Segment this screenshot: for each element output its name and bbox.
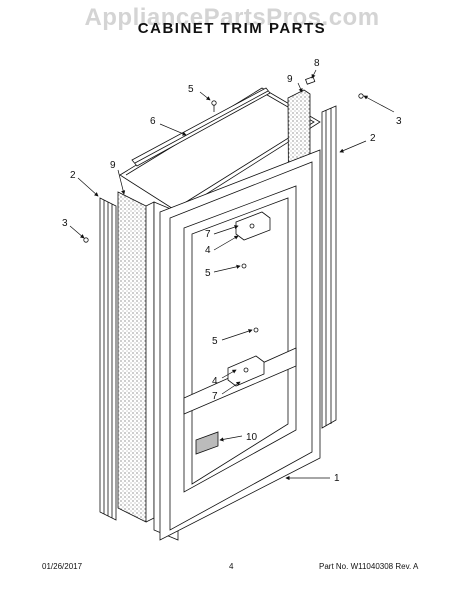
callout-4-upper: 4	[205, 245, 211, 256]
callout-9-right: 9	[287, 74, 293, 85]
screw-top	[211, 100, 217, 106]
callout-7-lower: 7	[212, 391, 218, 402]
watermark: AppliancePartsPros.com	[84, 4, 380, 31]
footer-page-number: 4	[229, 562, 234, 571]
lower-hinge	[227, 355, 265, 387]
callout-1: 1	[334, 473, 340, 484]
screw-upper	[241, 263, 247, 269]
label-plate	[195, 431, 219, 455]
callout-8: 8	[314, 58, 320, 69]
footer-part-number: Part No. W11040308 Rev. A	[319, 562, 419, 571]
callout-5-top: 5	[188, 84, 194, 95]
callout-10: 10	[246, 432, 258, 443]
callout-9-left: 9	[110, 160, 116, 171]
left-foam-strip	[117, 191, 147, 523]
upper-hinge	[235, 211, 271, 241]
right-trim-strip	[321, 105, 337, 429]
screw-left	[83, 237, 89, 243]
screw-right	[358, 93, 364, 99]
callout-4-lower: 4	[212, 376, 218, 387]
callout-3-left: 3	[62, 218, 68, 229]
callout-5-lower: 5	[212, 336, 218, 347]
callout-6: 6	[150, 116, 156, 127]
callout-2-right: 2	[370, 133, 376, 144]
screw-lower	[253, 327, 259, 333]
callout-5-upper: 5	[205, 268, 211, 279]
callout-3-right: 3	[396, 116, 402, 127]
pin-part-8	[305, 76, 316, 85]
page-title: CABINET TRIM PARTS	[137, 20, 327, 37]
callout-7-upper: 7	[205, 229, 211, 240]
footer-date: 01/26/2017	[42, 562, 83, 571]
callout-2-left: 2	[70, 170, 76, 181]
